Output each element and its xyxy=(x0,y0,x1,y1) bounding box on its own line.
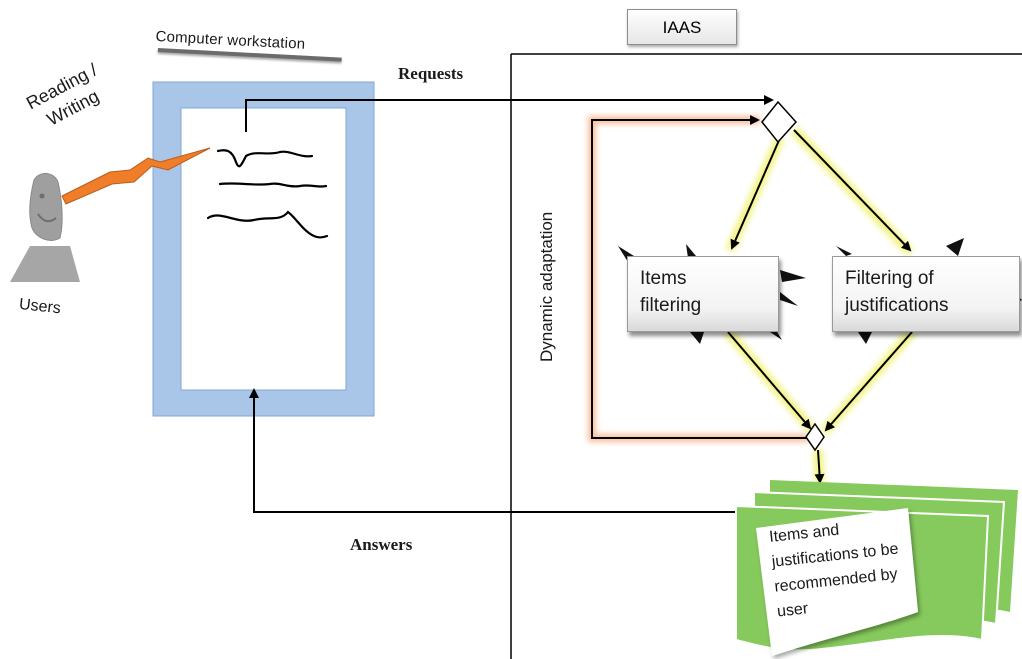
justification-filtering-box: Filtering of justifications xyxy=(832,256,1020,332)
workstation-screen xyxy=(152,81,375,417)
justification-filtering-line-1: Filtering of xyxy=(845,268,934,289)
requests-label: Requests xyxy=(398,64,464,83)
recommendation-documents xyxy=(735,480,1018,656)
lightning-bolt-icon xyxy=(61,147,211,205)
iaas-title-box: IAAS xyxy=(627,9,737,45)
iaas-label: IAAS xyxy=(662,18,702,37)
items-filtering-box: Items filtering xyxy=(627,256,779,332)
items-filtering-line-2: filtering xyxy=(640,295,702,316)
requests-arrow xyxy=(245,95,774,132)
user-icon xyxy=(10,173,80,282)
justification-filtering-line-2: justifications xyxy=(845,295,949,316)
split-diamond xyxy=(761,100,798,144)
answers-label: Answers xyxy=(350,535,413,554)
dynamic-adaptation-label: Dynamic adaptation xyxy=(537,211,556,362)
handwriting-scribbles xyxy=(206,149,329,239)
dynamic-adaptation-loop xyxy=(588,115,810,442)
answers-arrow xyxy=(249,388,738,513)
flow-arrows xyxy=(727,129,913,484)
items-filtering-line-1: Items xyxy=(640,268,687,289)
recommendation-label: Items and justifications to be recommend… xyxy=(768,521,900,621)
merge-diamond xyxy=(805,422,825,452)
